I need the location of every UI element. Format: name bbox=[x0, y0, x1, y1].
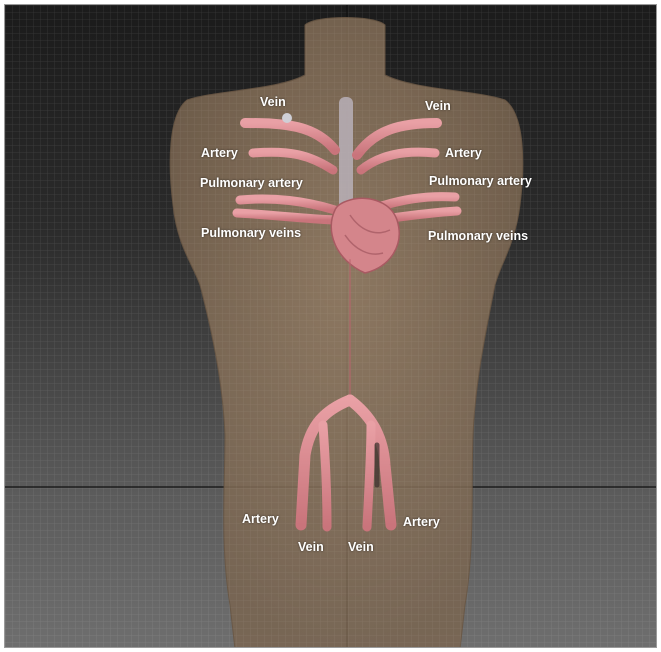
label-vein-upper-left: Vein bbox=[260, 96, 286, 109]
label-pulmonary-veins-left: Pulmonary veins bbox=[201, 227, 301, 240]
label-pulmonary-veins-right: Pulmonary veins bbox=[428, 230, 528, 243]
label-vein-lower-right: Vein bbox=[348, 541, 374, 554]
label-pulmonary-artery-right: Pulmonary artery bbox=[429, 175, 532, 188]
label-artery-lower-left: Artery bbox=[242, 513, 279, 526]
label-vein-lower-left: Vein bbox=[298, 541, 324, 554]
3d-viewport[interactable]: Vein Vein Artery Artery Pulmonary artery… bbox=[4, 4, 657, 648]
label-artery-upper-left: Artery bbox=[201, 147, 238, 160]
label-artery-lower-right: Artery bbox=[403, 516, 440, 529]
label-pulmonary-artery-left: Pulmonary artery bbox=[200, 177, 303, 190]
label-artery-upper-right: Artery bbox=[445, 147, 482, 160]
label-vein-upper-right: Vein bbox=[425, 100, 451, 113]
scene-canvas bbox=[5, 5, 657, 648]
